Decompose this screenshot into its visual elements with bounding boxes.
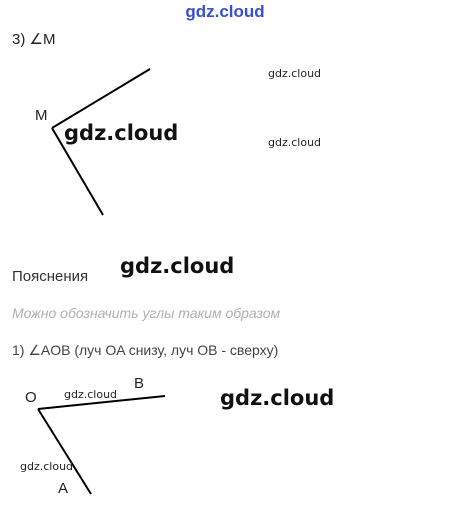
section-3-title: 3) ∠M	[12, 31, 56, 48]
angle-m-lower-ray	[51, 127, 104, 216]
watermark-small: gdz.cloud	[268, 67, 322, 80]
explanation-faded-text: Можно обозначить углы таким образом	[12, 305, 281, 321]
ray-ob	[37, 395, 166, 410]
angle-aob	[37, 395, 166, 495]
point-label-b: B	[134, 375, 145, 392]
point-label-a: A	[58, 480, 69, 497]
explanation-item-1: 1) ∠AOB (луч OA снизу, луч OB - сверху)	[12, 342, 279, 358]
watermark-small: gdz.cloud	[268, 136, 322, 149]
angle-m-upper-ray	[51, 68, 151, 129]
watermark-small: gdz.cloud	[64, 388, 118, 401]
watermark-large: gdz.cloud	[220, 386, 335, 410]
vertex-label-o: O	[25, 389, 37, 406]
ray-oa	[37, 408, 92, 495]
watermark-large: gdz.cloud	[120, 254, 235, 278]
explanation-heading: Пояснения	[12, 268, 89, 285]
watermark-small: gdz.cloud	[20, 460, 74, 473]
angle-m	[51, 68, 151, 216]
watermark-large: gdz.cloud	[64, 121, 179, 145]
watermark-top: gdz.cloud	[185, 2, 265, 21]
vertex-label-m: M	[35, 107, 48, 124]
